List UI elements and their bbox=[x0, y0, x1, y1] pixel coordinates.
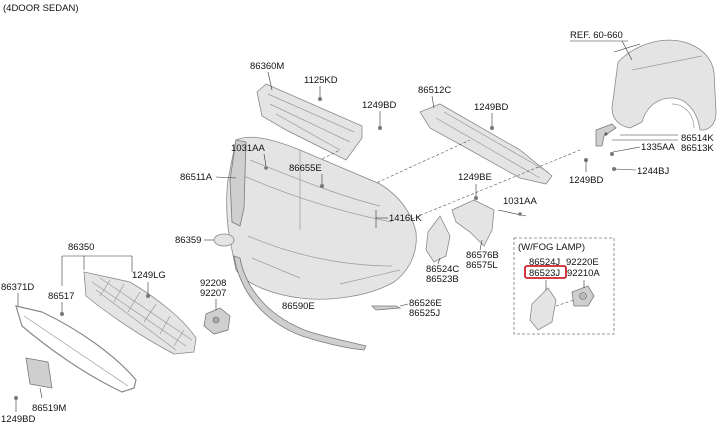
label-86526E: 86526E bbox=[409, 298, 442, 309]
label-86524J: 86524J bbox=[529, 257, 560, 268]
upper-absorber bbox=[256, 83, 363, 161]
label-1249BD-c: 1249BD bbox=[569, 175, 603, 186]
label-1244BJ: 1244BJ bbox=[637, 166, 669, 177]
label-92207: 92207 bbox=[200, 288, 226, 299]
label-1125KD: 1125KD bbox=[304, 75, 338, 86]
label-1335AA: 1335AA bbox=[641, 142, 675, 153]
plate-bracket bbox=[25, 357, 53, 389]
label-1416LK: 1416LK bbox=[389, 213, 422, 224]
label-1249BD-b: 1249BD bbox=[474, 102, 508, 113]
grille-surround bbox=[15, 305, 137, 393]
bumper-beam bbox=[419, 103, 553, 185]
label-86519M: 86519M bbox=[32, 403, 66, 414]
label-86512C: 86512C bbox=[418, 85, 451, 96]
bumper-side-trim bbox=[229, 139, 247, 227]
fog-lamp-box bbox=[513, 237, 615, 335]
label-86576B: 86576B bbox=[466, 250, 499, 261]
label-92210A: 92210A bbox=[567, 268, 600, 279]
label-1249BE: 1249BE bbox=[458, 172, 492, 183]
label-86511A: 86511A bbox=[180, 172, 213, 183]
fog-bezel-left bbox=[425, 215, 451, 263]
label-86513K: 86513K bbox=[681, 143, 714, 154]
label-86575L: 86575L bbox=[466, 260, 498, 271]
label-86360M: 86360M bbox=[250, 61, 284, 72]
label-1031AA-a: 1031AA bbox=[231, 143, 265, 154]
label-86371D: 86371D bbox=[1, 282, 34, 293]
label-86517: 86517 bbox=[48, 291, 74, 302]
label-1031AA-b: 1031AA bbox=[503, 196, 537, 207]
label-1249BD-a: 1249BD bbox=[362, 100, 396, 111]
fog-lamp-box-title: (W/FOG LAMP) bbox=[518, 242, 585, 253]
label-86524C: 86524C bbox=[426, 264, 459, 275]
label-86350: 86350 bbox=[68, 242, 94, 253]
side-molding bbox=[371, 305, 402, 311]
emblem bbox=[213, 233, 235, 247]
label-86523J: 86523J bbox=[529, 268, 560, 279]
label-92220E: 92220E bbox=[566, 257, 599, 268]
label-92208: 92208 bbox=[200, 278, 226, 289]
fender-shape bbox=[611, 39, 717, 131]
label-ref-60-660: REF. 60-660 bbox=[570, 30, 623, 41]
lower-lip-molding bbox=[233, 255, 367, 351]
diagram-title: (4DOOR SEDAN) bbox=[3, 3, 78, 14]
label-86525J: 86525J bbox=[409, 308, 440, 319]
label-1249LG: 1249LG bbox=[132, 270, 166, 281]
label-86523B: 86523B bbox=[426, 274, 459, 285]
fog-bezel-right bbox=[529, 287, 557, 331]
label-86359: 86359 bbox=[175, 235, 201, 246]
bumper-cover bbox=[226, 136, 417, 300]
label-86655E: 86655E bbox=[289, 163, 322, 174]
highlight-box-86523J bbox=[524, 265, 567, 279]
fender-bracket bbox=[595, 123, 617, 147]
side-bracket bbox=[451, 199, 495, 247]
label-86514K: 86514K bbox=[681, 133, 714, 144]
label-86590E: 86590E bbox=[282, 301, 315, 312]
label-1249BD-d: 1249BD bbox=[1, 414, 35, 424]
